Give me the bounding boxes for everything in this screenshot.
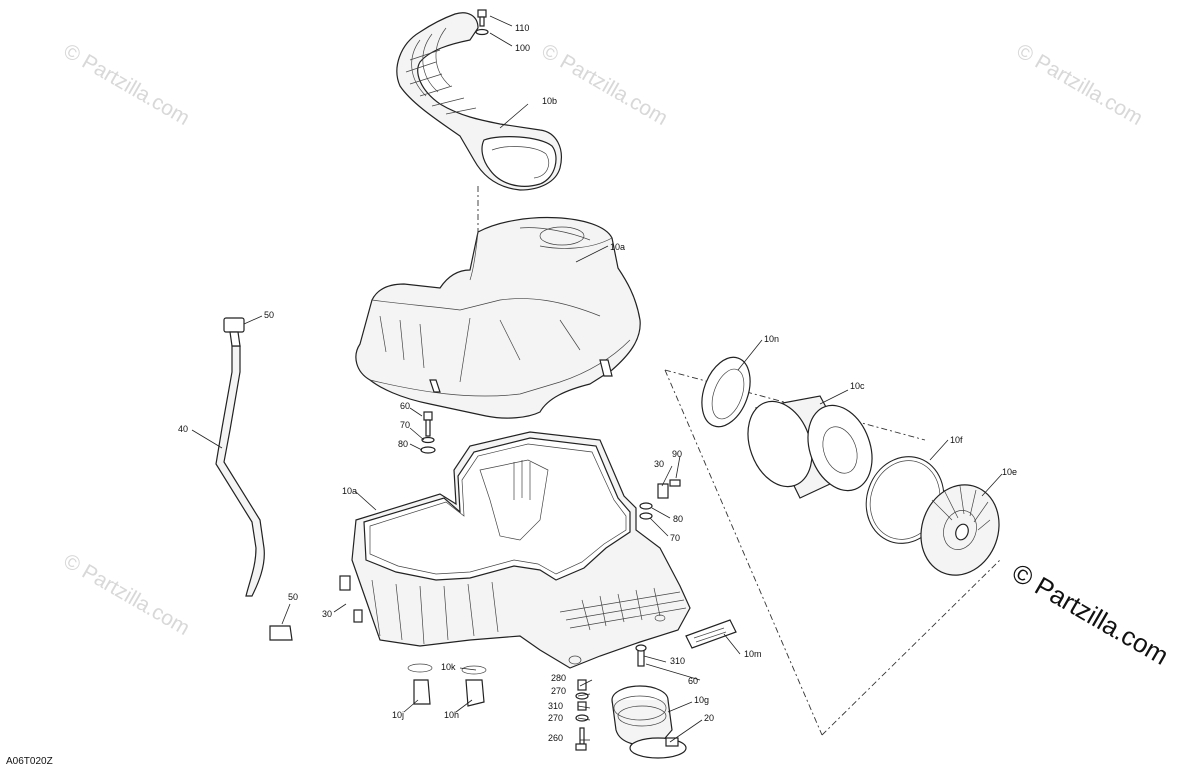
callout-270-b: 270	[548, 713, 563, 723]
fasteners-left	[339, 9, 489, 623]
drain-parts	[407, 663, 487, 707]
callout-310-left: 310	[548, 701, 563, 711]
callout-10n: 10n	[764, 334, 779, 344]
callout-10c: 10c	[850, 381, 865, 391]
callout-80-left: 80	[398, 439, 408, 449]
elbow-10g	[611, 685, 687, 759]
callout-100: 100	[515, 43, 530, 53]
callout-10a-top: 10a	[610, 242, 625, 252]
callout-10g: 10g	[694, 695, 709, 705]
callout-10j: 10j	[392, 710, 404, 720]
callout-30-left: 30	[322, 609, 332, 619]
watermark-1: © Partzilla.com	[60, 39, 194, 130]
callout-50-top: 50	[264, 310, 274, 320]
callout-10k: 10k	[441, 662, 456, 672]
callout-10b: 10b	[542, 96, 557, 106]
label-10m	[685, 619, 737, 649]
seal-10n	[701, 356, 751, 428]
callout-280: 280	[551, 673, 566, 683]
callout-60-top: 60	[400, 401, 410, 411]
watermark-3: © Partzilla.com	[1013, 39, 1147, 130]
callout-labels: 110 100 10b 10a 50 40 60 70 80 10a 30 90…	[178, 23, 1017, 743]
callout-10h: 10h	[444, 710, 459, 720]
callout-30-right: 30	[654, 459, 664, 469]
callout-270-a: 270	[551, 686, 566, 696]
callout-10m: 10m	[744, 649, 762, 659]
copyright-text: © Partzilla.com	[1007, 557, 1174, 671]
callout-10e: 10e	[1002, 467, 1017, 477]
callout-80-right: 80	[673, 514, 683, 524]
watermark-2: © Partzilla.com	[538, 39, 672, 130]
callout-310-right: 310	[670, 656, 685, 666]
fasteners-right	[635, 479, 681, 667]
callout-90: 90	[672, 449, 682, 459]
callout-20: 20	[704, 713, 714, 723]
diagram-code: A06T020Z	[6, 756, 53, 767]
watermark-4: © Partzilla.com	[60, 549, 194, 640]
cover-10e	[920, 484, 1000, 576]
callout-50-bottom: 50	[288, 592, 298, 602]
filter-10c	[747, 395, 873, 499]
upper-housing-10a	[355, 216, 641, 419]
lower-housing-10a	[351, 431, 691, 669]
hose-40	[215, 317, 293, 641]
callout-10f: 10f	[950, 435, 963, 445]
callout-260: 260	[548, 733, 563, 743]
callout-40: 40	[178, 424, 188, 434]
bolt-stack	[575, 679, 589, 751]
leader-lines	[191, 15, 1003, 743]
callout-70-right: 70	[670, 533, 680, 543]
callout-10a-bottom: 10a	[342, 486, 357, 496]
callout-110: 110	[515, 23, 529, 33]
callout-60-bottom: 60	[688, 676, 698, 686]
intake-duct-10b	[396, 12, 562, 191]
callout-70-left: 70	[400, 420, 410, 430]
